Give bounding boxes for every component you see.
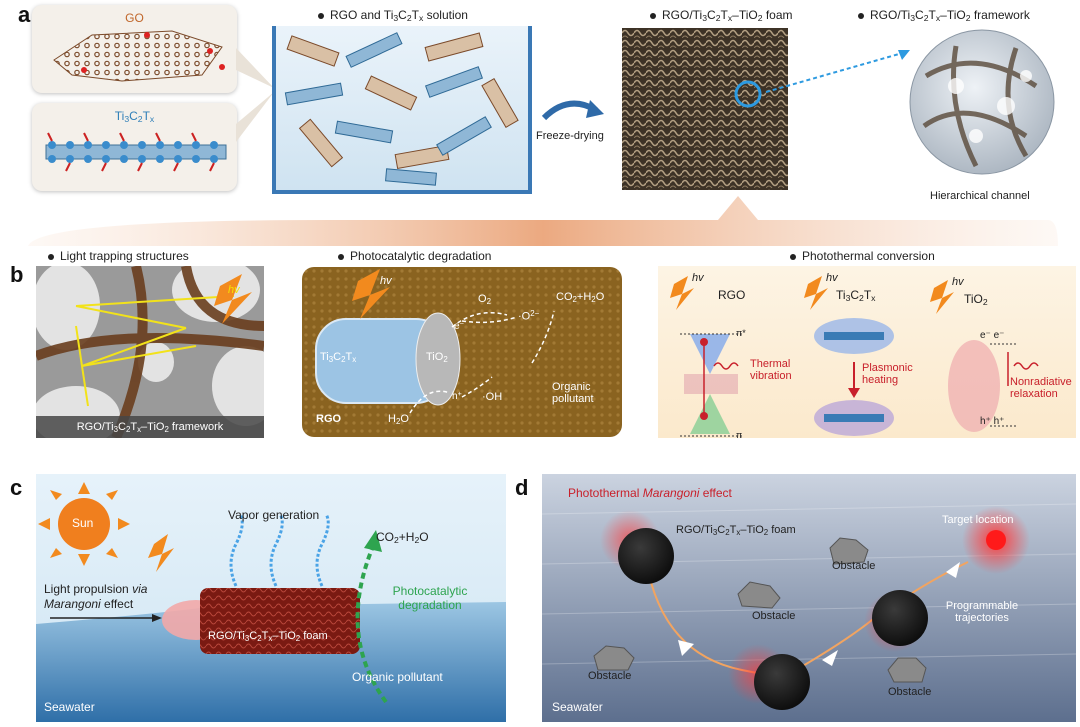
section-bracket (28, 196, 1058, 246)
go-sheet-illustration (53, 30, 225, 82)
sun-icon (58, 498, 110, 550)
foam-label-d: RGO/Ti3C2Tx–TiO2 foam (676, 524, 796, 537)
panel-d-scene: Photothermal Marangoni effect RGO/Ti3C2T… (542, 474, 1076, 722)
programmable-trajectories-label: Programmable trajectories (945, 600, 1019, 624)
electrons-label: e⁻ e⁻ (980, 330, 1005, 341)
co2-h2o-label-b2: CO2+H2O (556, 291, 605, 304)
seawater-label-c: Seawater (44, 700, 95, 714)
panel-c-graphics (36, 482, 506, 722)
panel-c-label: c (10, 475, 23, 500)
foam-caption: RGO/Ti3C2Tx–TiO2 foam (650, 8, 793, 23)
holes-label: h⁺ h⁺ (980, 416, 1005, 427)
hv-label-mxene: hv (826, 272, 838, 284)
zoom-dashed-arrow (765, 50, 910, 93)
photothermal-caption: Photothermal conversion (790, 249, 935, 263)
pi-star-label: π* (736, 328, 746, 338)
sun-rays-icon (38, 482, 130, 566)
photocatalytic-degradation-label: Photocatalytic degradation (392, 584, 468, 612)
tio2-label-b2: TiO2 (426, 351, 448, 364)
hv-label-b1: hv (228, 284, 240, 296)
panel-a-label: a (18, 2, 31, 27)
solution-caption: RGO and Ti3C2Tx solution (318, 8, 468, 23)
hierarchical-channel-label: Hierarchical channel (930, 190, 1030, 202)
o2-label: O2 (478, 293, 491, 306)
hv-label-tio2: hv (952, 276, 964, 288)
mxene-label: Ti3C2Tx (114, 109, 155, 125)
obstacle-label-3: Obstacle (588, 670, 632, 682)
electron-label: e− (454, 319, 464, 333)
photothermal-scene (670, 276, 1039, 437)
rgo-label-b2: RGO (316, 413, 342, 425)
panel-c-scene: Sun Vapor generation CO2+H2O Light propu… (36, 474, 506, 722)
freeze-drying-label: Freeze-drying (536, 130, 604, 142)
photothermal-marangoni-title: Photothermal Marangoni effect (568, 486, 732, 500)
photocatalytic-caption: Photocatalytic degradation (338, 249, 491, 263)
hv-label-b2: hv (380, 275, 392, 287)
foam-block (622, 28, 788, 190)
light-propulsion-label: Light propulsion via Marangoni effect (44, 582, 148, 611)
vapor-generation-label: Vapor generation (228, 508, 320, 522)
go-card: GO (32, 5, 237, 93)
organic-pollutant-label-c: Organic pollutant (352, 670, 443, 684)
hydroxyl-label: ·OH (482, 391, 503, 403)
solution-beaker (272, 26, 532, 194)
go-label: GO (125, 11, 144, 25)
framework-sphere (909, 29, 1055, 175)
organic-pollutant-label-b2: Organic pollutant (552, 381, 594, 405)
seawater-label-d: Seawater (552, 700, 603, 714)
ti3c2tx-label-b2: Ti3C2Tx (320, 351, 357, 364)
rgo-label-b3: RGO (718, 288, 746, 302)
tio2-label-b3: TiO2 (964, 292, 988, 308)
mxene-card: Ti3C2Tx (32, 103, 237, 191)
dispersed-sheets (284, 32, 519, 186)
panel-b-label: b (10, 262, 24, 287)
freeze-drying-arrow (541, 100, 604, 121)
plasmonic-heating-label: Plasmonic heating (862, 362, 913, 386)
photocatalytic-panel: hv Ti3C2Tx TiO2 O2 e− ·O2− CO2+H2O H2O h… (302, 267, 622, 437)
hv-label-rgo: hv (692, 272, 704, 284)
thermal-vibration-label: Thermal vibration (750, 358, 792, 382)
panel-d-graphics (542, 503, 1076, 710)
ti3c2tx-label-b3: Ti3C2Tx (836, 288, 876, 304)
obstacle-label-1: Obstacle (832, 560, 876, 572)
photothermal-panel: hv RGO π* π Thermal vibration hv Ti3C2Tx… (658, 266, 1076, 440)
nonradiative-relaxation-label: Nonradiative relaxation (1010, 376, 1072, 400)
photocatalytic-scene (302, 267, 622, 437)
sun-label: Sun (72, 516, 94, 530)
framework-caption: RGO/Ti3C2Tx–TiO2 framework (858, 8, 1030, 23)
panel-d-label: d (515, 475, 529, 500)
callout-pointers (236, 48, 274, 142)
co2-h2o-label-c: CO2+H2O (376, 530, 429, 546)
superoxide-label: ·O2− (518, 309, 540, 323)
mxene-sheet-illustration (45, 132, 227, 172)
hole-label: h+ (452, 389, 462, 403)
light-trapping-caption: Light trapping structures (48, 249, 189, 263)
obstacle-label-2: Obstacle (752, 610, 796, 622)
h2o-label: H2O (388, 413, 409, 426)
light-trapping-panel: hv RGO/Ti3C2Tx–TiO2 framework (36, 266, 264, 438)
pi-label: π (736, 430, 743, 440)
obstacle-label-4: Obstacle (888, 686, 932, 698)
target-location-label: Target location (942, 514, 1014, 526)
framework-label-b1: RGO/Ti3C2Tx–TiO2 framework (36, 416, 264, 438)
zoom-circle (734, 80, 762, 108)
foam-label-c: RGO/Ti3C2Tx–TiO2 foam (208, 630, 328, 643)
